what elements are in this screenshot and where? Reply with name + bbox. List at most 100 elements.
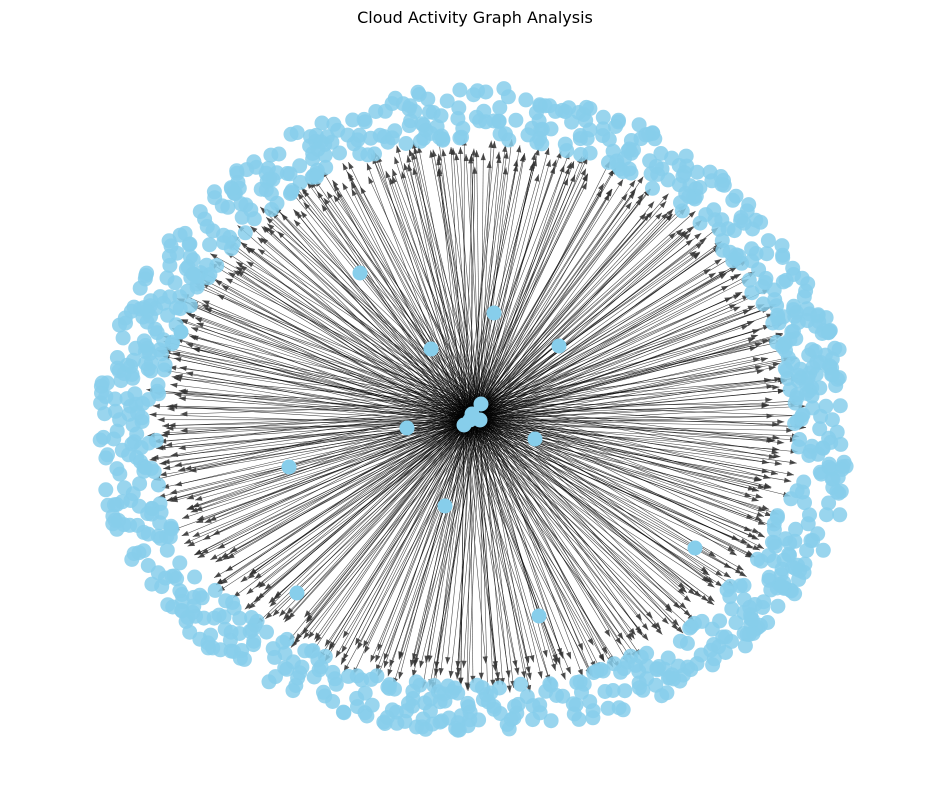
graph-node [275,634,291,650]
edge [463,151,562,426]
edge-arrowhead [729,549,737,556]
edge-arrowhead [264,583,272,590]
graph-node [289,125,305,141]
edge-arrowhead [293,209,300,217]
graph-node [471,712,487,728]
graph-node [410,84,426,100]
edge-arrowhead [756,368,764,375]
graph-node [186,598,202,614]
edge-arrowhead [503,151,509,159]
graph-node [372,127,388,143]
graph-node [220,199,236,215]
edge [469,144,506,421]
edge [158,424,465,498]
edge-arrowhead [254,572,262,579]
graph-node [237,225,253,241]
graph-node [559,143,575,159]
edge-arrowhead [550,166,555,174]
edge-arrowhead [601,646,608,654]
graph-node [109,461,125,477]
edge [196,419,481,521]
edge-arrowhead [151,454,159,460]
edge [343,419,481,673]
edge [377,419,481,677]
edge [460,146,471,421]
graph-node [98,482,114,498]
edge [469,419,614,668]
edge [181,293,465,426]
graph-node [722,589,738,605]
edge-arrowhead [272,609,280,616]
graph-node [518,92,534,108]
edge-arrowhead [661,617,669,625]
graph-node [206,610,222,626]
edge-arrowhead [471,148,477,156]
edge-arrowhead [306,615,313,624]
edge-arrowhead [196,515,205,521]
graph-node [821,456,837,472]
edge-arrowhead [494,672,501,680]
edge-arrowhead [542,649,548,658]
edge [159,419,481,465]
edge [480,386,780,405]
edge [480,210,696,405]
graph-node [834,462,850,477]
edge-arrowhead [253,596,261,603]
edge [377,424,465,652]
edge-arrowhead [646,611,653,619]
graph-node [149,325,165,341]
graph-node [787,308,803,324]
edge-arrowhead [169,489,178,495]
graph-node [444,684,460,700]
edge-arrowhead [396,145,402,153]
graph-node [677,165,693,181]
edge-arrowhead [186,504,195,510]
edge-arrowhead [174,392,182,398]
edge [469,419,566,680]
edge [440,419,471,676]
edge [471,413,778,528]
edge-arrowhead [286,607,294,615]
edge-arrowhead [412,167,418,176]
graph-node [755,296,771,312]
graph-node [724,601,740,617]
edge-arrowhead [668,232,676,240]
edge-arrowhead [687,588,696,595]
edge [323,197,482,405]
edge [407,155,465,426]
graph-node [564,114,580,130]
edge [166,405,465,426]
edge-arrowhead [427,654,433,663]
edge [471,188,651,415]
edge-arrowhead [655,627,663,635]
edge-arrowhead [377,643,383,651]
edge-arrowhead [598,654,605,662]
edge [307,403,482,639]
edge [431,403,482,689]
edge [480,179,624,405]
edge-arrowhead [577,642,583,651]
edge [471,188,612,415]
edge [471,160,490,415]
edge-arrowhead [637,193,644,201]
edge [272,424,465,617]
edge [480,341,784,405]
graph-node [384,96,400,112]
edge-arrowhead [756,543,765,549]
edge-arrowhead [629,188,636,196]
edge-arrowhead [324,639,331,647]
graph-node [151,386,167,402]
edge-arrowhead [424,655,430,663]
edge-arrowhead [744,552,753,558]
edge-arrowhead [746,513,754,519]
graph-node [496,81,512,97]
edge [479,419,686,589]
edge-arrowhead [297,192,304,200]
edge-arrowhead [407,164,413,172]
edge-arrowhead [389,659,395,667]
edge-arrowhead [732,306,741,312]
graph-node [382,677,398,693]
graph-node [605,683,621,698]
edge [463,385,774,426]
graph-node [122,517,138,533]
